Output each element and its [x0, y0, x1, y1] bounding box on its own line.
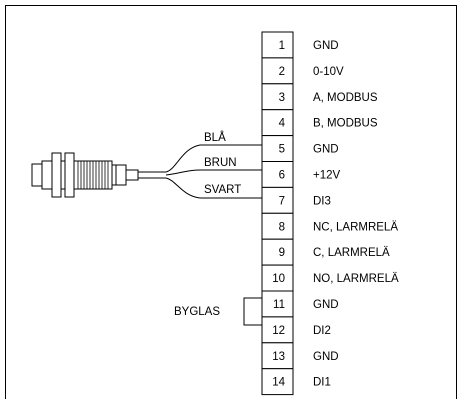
terminal-label: GND: [313, 40, 339, 52]
terminal-number: 11: [273, 299, 285, 311]
terminal-row-6: 6 +12V: [261, 161, 341, 188]
terminal-cell: [261, 238, 294, 266]
terminal-row-12: 12 DI2: [261, 316, 331, 344]
terminal-number: 13: [272, 351, 285, 363]
terminal-cell: [261, 212, 294, 240]
terminal-row-3: 3 A, MODBUS: [261, 83, 378, 111]
terminal-label: C, LARMRELÄ: [313, 247, 390, 259]
terminal-cell: [261, 57, 294, 85]
terminal-label: NC, LARMRELÄ: [313, 221, 398, 233]
terminal-row-5: 5 GND: [261, 135, 339, 163]
terminal-label: NO, LARMRELÄ: [313, 273, 399, 285]
terminal-row-1: 1 GND: [261, 31, 339, 59]
sensor-cable: [138, 144, 262, 199]
terminal-cell: [261, 31, 294, 59]
terminal-label: DI3: [313, 195, 331, 207]
terminal-number: 8: [279, 221, 285, 233]
terminal-label: B, MODBUS: [313, 118, 378, 130]
terminal-row-10: 10 NO, LARMRELÄ: [261, 264, 399, 292]
terminal-row-11: 11 GND: [261, 290, 339, 318]
terminal-number: 1: [279, 40, 285, 52]
jumper-label: BYGLAS: [174, 306, 220, 318]
terminal-row-7: 7 DI3: [261, 186, 331, 214]
terminal-number: 10: [272, 273, 285, 285]
terminal-number: 2: [279, 66, 285, 78]
terminal-cell: [261, 109, 294, 137]
terminal-cell: [261, 161, 294, 188]
terminal-number: 9: [279, 247, 285, 259]
jumper-bracket: [243, 297, 262, 326]
terminal-cell: [261, 135, 294, 163]
terminal-cell: [261, 264, 294, 292]
terminal-row-14: 14 DI1: [261, 368, 331, 396]
terminal-label: +12V: [313, 169, 341, 181]
terminal-label: GND: [313, 299, 339, 311]
terminal-cell: [261, 316, 294, 344]
terminal-number: 5: [279, 144, 285, 156]
terminal-label: 0-10V: [313, 66, 344, 78]
terminal-cell: [261, 83, 294, 111]
terminal-row-2: 2 0-10V: [261, 57, 344, 85]
terminal-row-13: 13 GND: [261, 342, 339, 370]
terminal-row-8: 8 NC, LARMRELÄ: [261, 212, 398, 240]
terminal-label: GND: [313, 351, 339, 363]
terminal-number: 3: [279, 92, 285, 104]
terminal-number: 6: [279, 169, 285, 181]
terminal-cell: [261, 290, 294, 318]
terminal-number: 7: [279, 195, 285, 207]
terminal-label: GND: [313, 144, 339, 156]
terminal-row-4: 4 B, MODBUS: [261, 109, 378, 137]
terminal-number: 4: [279, 118, 286, 130]
terminal-label: A, MODBUS: [313, 92, 378, 104]
terminal-row-9: 9 C, LARMRELÄ: [261, 238, 390, 266]
wire-label-blue: BLÅ: [204, 131, 226, 144]
terminal-cell: [261, 186, 294, 214]
wire-label-black: SVART: [204, 184, 241, 196]
terminal-label: DI2: [313, 325, 331, 337]
terminal-number: 14: [272, 377, 285, 389]
wire-label-brown: BRUN: [204, 157, 237, 169]
terminal-number: 12: [272, 325, 285, 337]
terminal-label: DI1: [313, 377, 331, 389]
diagram-frame: [5, 5, 457, 399]
terminal-cell: [261, 368, 294, 396]
inductive-sensor-icon: [31, 152, 139, 198]
